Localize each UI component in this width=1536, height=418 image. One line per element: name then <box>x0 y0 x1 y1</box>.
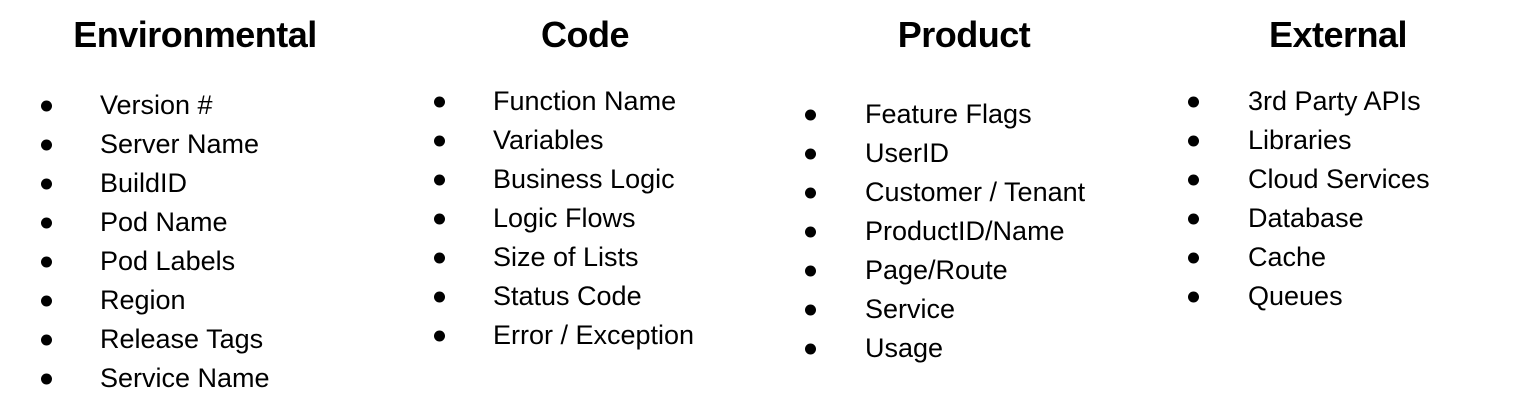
list-item-label: Error / Exception <box>493 320 695 350</box>
column-external: External 3rd Party APIs Libraries Cloud … <box>1158 0 1518 418</box>
column-product: Product Feature Flags UserID Customer / … <box>770 0 1158 418</box>
list-item-label: Pod Name <box>100 207 228 237</box>
list-item-label: Cache <box>1248 242 1327 272</box>
column-title-product: Product <box>897 14 1031 55</box>
list-item: UserID <box>770 134 1158 173</box>
list-item: Customer / Tenant <box>770 173 1158 212</box>
list-item: Pod Name <box>0 203 390 242</box>
bullet-icon <box>41 178 52 189</box>
bullet-icon <box>41 373 52 384</box>
list-item-label: Queues <box>1248 281 1343 311</box>
list-item: Region <box>0 281 390 320</box>
list-item-label: Server Name <box>100 129 260 159</box>
bullet-icon <box>805 148 816 159</box>
list-item-label: Database <box>1248 203 1364 233</box>
list-item-label: Feature Flags <box>865 99 1032 129</box>
list-item: Error / Exception <box>390 316 780 355</box>
bullet-icon <box>434 213 445 224</box>
list-item: Cache <box>1158 238 1518 277</box>
list-item-label: Region <box>100 285 186 315</box>
list-item: ProductID/Name <box>770 212 1158 251</box>
list-item: Pod Labels <box>0 242 390 281</box>
list-item-label: ProductID/Name <box>865 216 1065 246</box>
list-item: Service <box>770 290 1158 329</box>
bullet-icon <box>434 96 445 107</box>
bullet-icon <box>434 330 445 341</box>
bullet-icon <box>1188 135 1199 146</box>
bullet-icon <box>434 291 445 302</box>
list-item: Libraries <box>1158 121 1518 160</box>
bullet-icon <box>41 100 52 111</box>
list-item: Logic Flows <box>390 199 780 238</box>
bullet-icon <box>805 304 816 315</box>
list-item-label: Business Logic <box>493 164 675 194</box>
bullet-icon <box>1188 252 1199 263</box>
bullet-icon <box>1188 213 1199 224</box>
bullet-icon <box>41 139 52 150</box>
list-item: Usage <box>770 329 1158 368</box>
list-item-label: Service <box>865 294 956 324</box>
product-list: Feature Flags UserID Customer / Tenant P… <box>770 95 1158 368</box>
bullet-icon <box>434 252 445 263</box>
list-item-label: Cloud Services <box>1248 164 1430 194</box>
list-item-label: Size of Lists <box>493 242 639 272</box>
list-item: 3rd Party APIs <box>1158 82 1518 121</box>
bullet-icon <box>805 226 816 237</box>
list-item: Service Name <box>0 359 390 398</box>
list-item: Size of Lists <box>390 238 780 277</box>
column-environmental: Environmental Version # Server Name Buil… <box>0 0 390 418</box>
list-item-label: BuildID <box>100 168 188 198</box>
list-item-label: Status Code <box>493 281 642 311</box>
list-item: Status Code <box>390 277 780 316</box>
code-list: Function Name Variables Business Logic L… <box>390 82 780 355</box>
list-item-label: Libraries <box>1248 125 1352 155</box>
column-title-external: External <box>1268 14 1408 55</box>
column-title-environmental: Environmental <box>73 14 317 55</box>
bullet-icon <box>805 343 816 354</box>
bullet-icon <box>41 334 52 345</box>
list-item: Server Name <box>0 125 390 164</box>
bullet-icon <box>1188 174 1199 185</box>
environmental-list: Version # Server Name BuildID Pod Name P… <box>0 86 390 398</box>
external-list: 3rd Party APIs Libraries Cloud Services … <box>1158 82 1518 316</box>
list-item-label: Service Name <box>100 363 270 393</box>
list-item-label: Logic Flows <box>493 203 636 233</box>
list-item: Business Logic <box>390 160 780 199</box>
list-item-label: Variables <box>493 125 604 155</box>
column-code: Code Function Name Variables Business Lo… <box>390 0 780 418</box>
list-item-label: 3rd Party APIs <box>1248 86 1421 116</box>
bullet-icon <box>805 109 816 120</box>
bullet-icon <box>41 295 52 306</box>
list-item-label: Pod Labels <box>100 246 236 276</box>
column-title-code: Code <box>541 14 630 55</box>
list-item: BuildID <box>0 164 390 203</box>
bullet-icon <box>805 265 816 276</box>
bullet-icon <box>1188 96 1199 107</box>
list-item-label: Customer / Tenant <box>865 177 1086 207</box>
bullet-icon <box>805 187 816 198</box>
bullet-icon <box>41 256 52 267</box>
bullet-icon <box>1188 291 1199 302</box>
list-item-label: UserID <box>865 138 950 168</box>
list-item: Version # <box>0 86 390 125</box>
list-item: Feature Flags <box>770 95 1158 134</box>
list-item: Release Tags <box>0 320 390 359</box>
list-item-label: Function Name <box>493 86 677 116</box>
list-item: Page/Route <box>770 251 1158 290</box>
list-item-label: Release Tags <box>100 324 264 354</box>
list-item: Database <box>1158 199 1518 238</box>
list-item: Variables <box>390 121 780 160</box>
bullet-icon <box>41 217 52 228</box>
list-item-label: Usage <box>865 333 944 363</box>
list-item: Function Name <box>390 82 780 121</box>
bullet-icon <box>434 135 445 146</box>
list-item: Queues <box>1158 277 1518 316</box>
list-item: Cloud Services <box>1158 160 1518 199</box>
list-item-label: Page/Route <box>865 255 1008 285</box>
list-item-label: Version # <box>100 90 213 120</box>
bullet-icon <box>434 174 445 185</box>
